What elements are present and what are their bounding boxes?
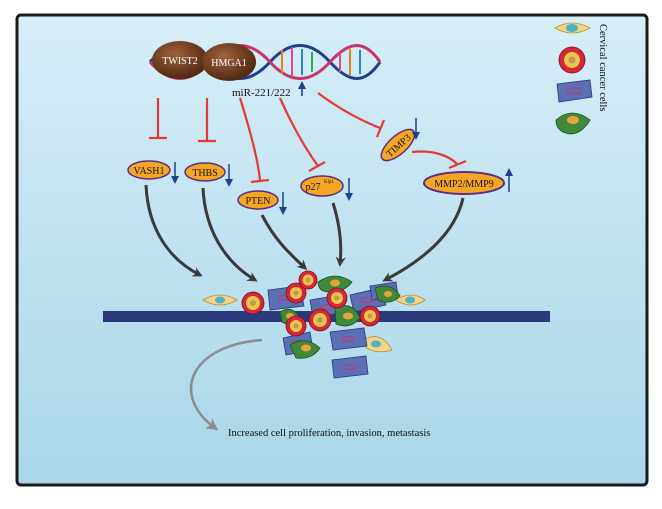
twist2-protein: TWIST2 xyxy=(152,41,208,79)
inhibit-p27-bar xyxy=(308,161,326,172)
legend-red-cell-icon xyxy=(558,46,586,74)
legend-label: Cervical cancer cells xyxy=(597,24,608,111)
pten-label: PTEN xyxy=(246,196,271,207)
mirna-label: miR-221/222 xyxy=(232,87,291,99)
vash1-label: VASH1 xyxy=(134,166,165,177)
target-pten: PTEN xyxy=(237,190,279,210)
spindle-cell-icon xyxy=(202,294,238,306)
thbs-label: THBS xyxy=(192,168,218,179)
inhibit-mmp xyxy=(411,150,459,166)
inhibit-pten-bar xyxy=(250,178,270,184)
activation-arrows xyxy=(144,184,465,282)
arrow-pten-to-cells xyxy=(260,214,308,271)
arrow-thbs-to-cells xyxy=(201,187,258,282)
mmp-label: MMP2/MMP9 xyxy=(434,179,493,190)
p27-label: p27 xyxy=(306,182,321,193)
inhibit-pten xyxy=(238,97,262,181)
arrow-vash1-to-cells xyxy=(144,184,203,277)
arrow-mmp-to-cells xyxy=(382,197,465,282)
red-cancer-cell-icon xyxy=(241,270,381,337)
target-p27: p27 Kip1 xyxy=(300,175,344,197)
target-vash1: VASH1 xyxy=(127,160,171,180)
hmga1-protein: HMGA1 xyxy=(202,43,256,81)
spindle-cell-icon xyxy=(359,336,393,353)
inhibition-lines xyxy=(149,92,467,184)
p27-superscript: Kip1 xyxy=(324,180,335,185)
legend-spindle-cell-icon xyxy=(554,22,591,34)
hmga1-label: HMGA1 xyxy=(211,58,247,69)
inhibit-timp3-bar xyxy=(375,119,386,138)
inhibit-mmp-bar xyxy=(448,159,467,170)
twist2-label: TWIST2 xyxy=(162,56,198,67)
target-thbs: THBS xyxy=(184,162,226,182)
inhibit-timp3 xyxy=(317,92,381,130)
diagram-frame xyxy=(15,13,649,487)
inhibit-p27 xyxy=(278,97,319,167)
legend-blue-cell-icon xyxy=(556,79,593,103)
outcome-text: Increased cell proliferation, invasion, … xyxy=(228,428,430,439)
legend: Cervical cancer cells xyxy=(554,22,608,135)
target-mmp: MMP2/MMP9 xyxy=(423,171,505,195)
arrow-p27-to-cells xyxy=(331,202,346,267)
legend-green-cell-icon xyxy=(555,112,591,135)
spindle-cell-icon xyxy=(394,294,426,306)
tumor-cell-cluster xyxy=(202,270,426,379)
outcome-arrow xyxy=(189,338,263,431)
